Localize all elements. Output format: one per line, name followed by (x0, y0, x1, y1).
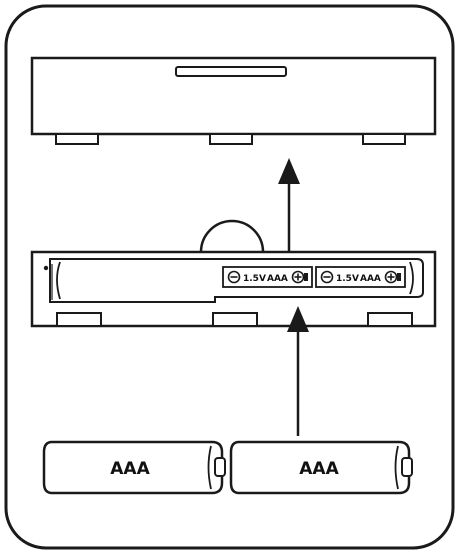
compartment-slot-center (212, 312, 258, 327)
arrow-up-to-cover (278, 158, 300, 252)
cover-tab-center (209, 133, 253, 145)
polarity-label-box (315, 266, 406, 288)
plus-symbol-icon (291, 270, 305, 284)
battery-label: AAA (299, 459, 339, 479)
battery-compartment: 1.5V AAA 1.5V AAA (30, 219, 437, 328)
polarity-label-box (222, 266, 313, 288)
minus-symbol-icon (227, 270, 241, 284)
compartment-slot-left (56, 312, 102, 327)
minus-symbol-icon (320, 270, 334, 284)
battery-terminal-icon (401, 457, 413, 477)
compartment-dot (43, 265, 49, 271)
voltage-label: 1.5V (243, 274, 266, 284)
battery-terminal-icon (214, 457, 226, 477)
cover-tab-left (55, 133, 99, 145)
voltage-label: 1.5V (336, 274, 359, 284)
polarity-label-2: 1.5V AAA (315, 266, 406, 288)
plus-symbol-icon (384, 270, 398, 284)
compartment-slot-right (367, 312, 413, 327)
finger-notch (199, 219, 265, 253)
battery-cover (30, 56, 437, 145)
cover-latch-slot (175, 66, 287, 77)
battery-1: AAA (42, 440, 226, 495)
cover-tab-right (362, 133, 406, 145)
battery-2: AAA (229, 440, 413, 495)
battery-type-label: AAA (360, 274, 381, 284)
arrow-up-to-compartment (287, 306, 309, 436)
battery-type-label: AAA (267, 274, 288, 284)
polarity-label-1: 1.5V AAA (222, 266, 313, 288)
battery-label: AAA (110, 459, 150, 479)
